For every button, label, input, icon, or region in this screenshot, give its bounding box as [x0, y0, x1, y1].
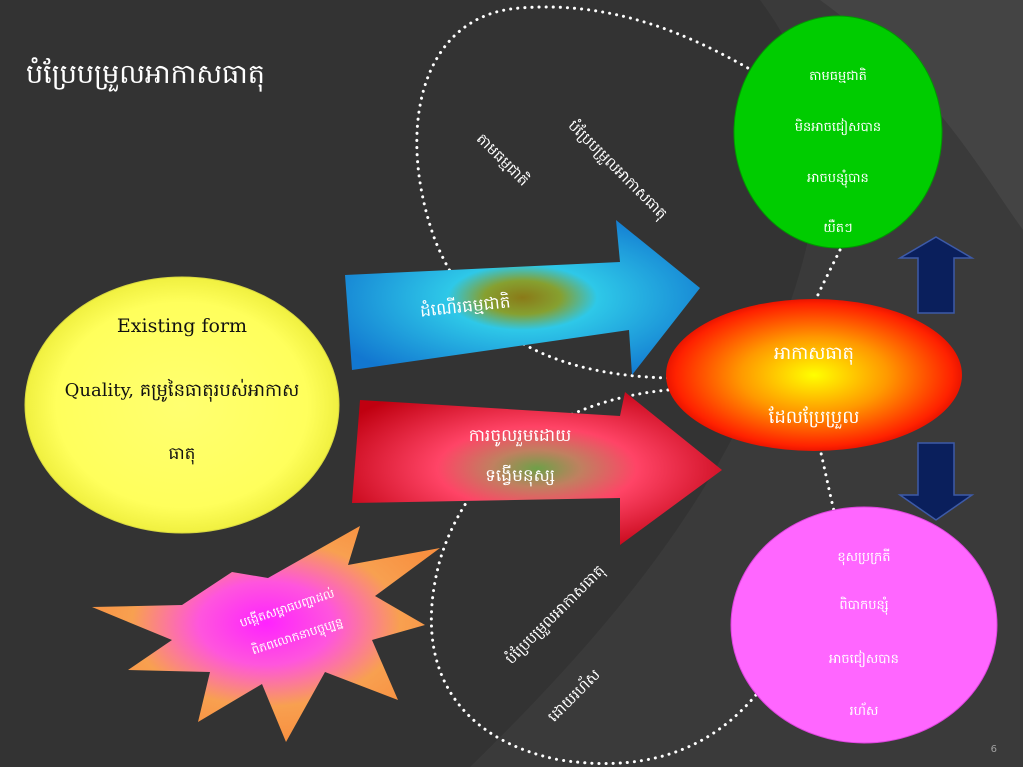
- pink-item: រហ័ស: [849, 704, 879, 719]
- source-circle-text: Existing form Quality, គម្រូនៃធាតុរបស់អា…: [25, 277, 339, 533]
- starburst: [92, 526, 440, 742]
- pink-item: អាចជៀសបាន: [829, 652, 899, 667]
- quality-label: Quality, គម្រូនៃធាតុរបស់អាកាស: [64, 380, 300, 401]
- natural-process-arrow: [345, 220, 700, 375]
- green-item: មិនអាចជៀសបាន: [794, 120, 882, 135]
- pink-item: ពិបាកបន្សុំ: [839, 598, 889, 613]
- climate-label: អាកាសធាតុ: [774, 343, 854, 364]
- source-circle: [24, 276, 340, 534]
- human-activity-label-2: ទង្វើមនុស្ស: [485, 466, 555, 486]
- existing-form-label: Existing form: [116, 315, 248, 337]
- human-activity-label-1: ការចូលរួមដោយ: [468, 426, 572, 446]
- human-activity-arrow: [352, 392, 722, 545]
- changed-climate-text: អាកាសធាតុ ដែលប្រែប្រួល: [666, 299, 962, 451]
- changed-climate-ellipse: [666, 299, 962, 451]
- quality-label-continued: ធាតុ: [168, 444, 196, 464]
- up-arrow: [897, 236, 975, 314]
- changed-label: ដែលប្រែប្រួល: [768, 407, 860, 428]
- green-circle: [733, 15, 943, 249]
- green-circle-list: តាមធម្មជាតិ មិនអាចជៀសបាន អាចបន្សុំបាន យឺ…: [734, 16, 942, 248]
- green-item: យឺតៗ: [823, 221, 853, 236]
- green-item: អាចបន្សុំបាន: [807, 171, 869, 186]
- green-item: តាមធម្មជាតិ: [809, 69, 867, 84]
- pink-circle: [730, 506, 998, 744]
- slide-title: បំប្រែបម្រួលអាកាសធាតុ: [26, 59, 265, 90]
- down-arrow: [897, 442, 975, 521]
- page-number: 6: [990, 744, 997, 755]
- pink-circle-list: ខុសប្រក្រតី ពិបាកបន្សុំ អាចជៀសបាន រហ័ស: [731, 507, 997, 743]
- pink-item: ខុសប្រក្រតី: [837, 550, 891, 565]
